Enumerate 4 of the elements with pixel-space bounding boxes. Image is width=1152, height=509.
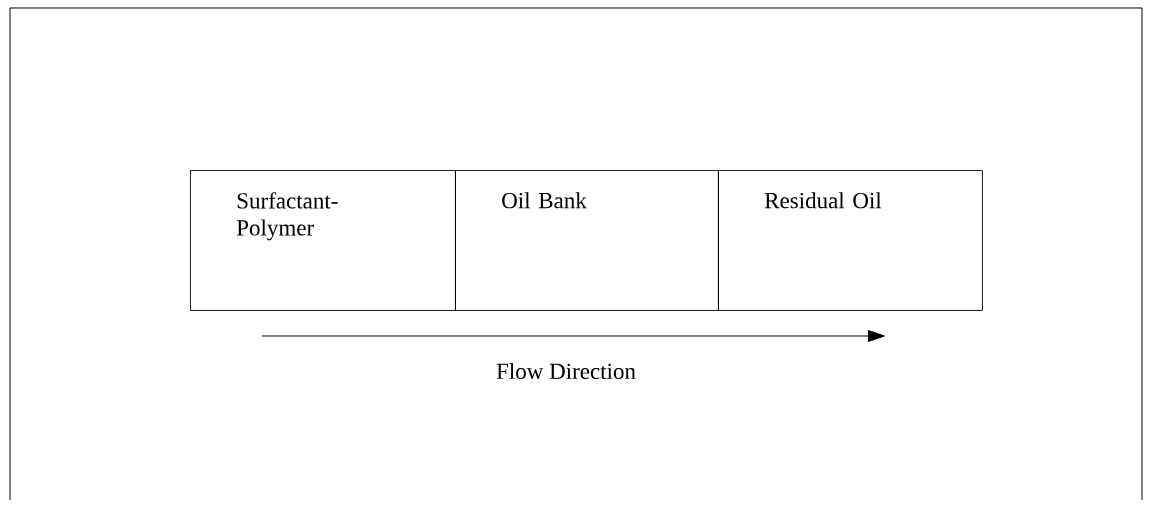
arrow-label: Flow Direction: [496, 362, 636, 380]
zone-box: Surfactant- Polymer: [190, 170, 456, 311]
zone-box: Residual Oil: [718, 170, 983, 311]
zone-box: Oil Bank: [455, 170, 719, 311]
